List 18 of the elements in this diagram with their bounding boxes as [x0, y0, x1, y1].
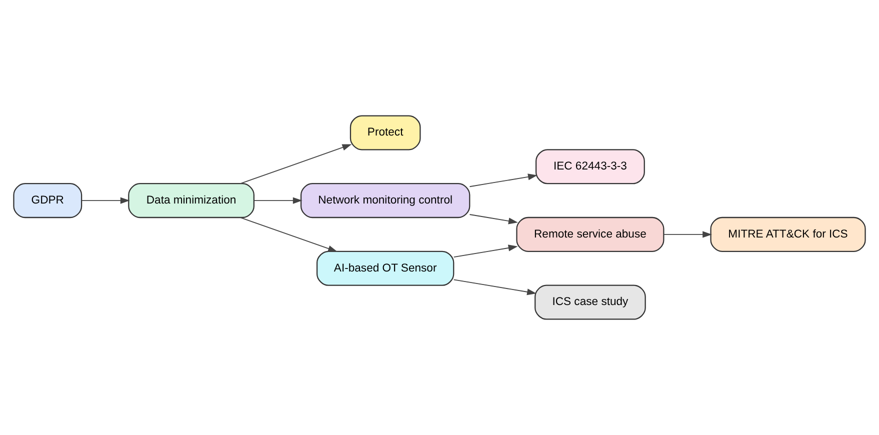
node-box: Data minimization [128, 183, 254, 218]
arrow [663, 231, 712, 238]
arrow [240, 144, 352, 184]
arrow [453, 279, 537, 296]
node-box: Remote service abuse [516, 216, 664, 252]
node-box: Network monitoring control [300, 183, 470, 218]
arrow [81, 197, 130, 204]
node-box: GDPR [13, 183, 82, 218]
node-box: Protect [350, 115, 421, 150]
node-box: ICS case study [534, 284, 646, 320]
arrow [453, 244, 518, 258]
arrow [469, 174, 538, 188]
arrow [240, 217, 338, 252]
arrow [469, 214, 518, 224]
node-box: MITRE ATT&CK for ICS [710, 216, 866, 252]
node-box: AI-based OT Sensor [316, 250, 454, 286]
arrow [254, 197, 302, 204]
node-box: IEC 62443-3-3 [535, 149, 645, 184]
